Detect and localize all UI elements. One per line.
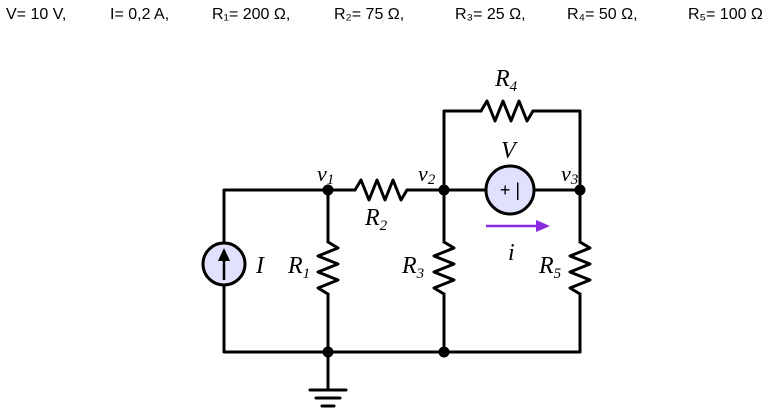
current-source-arrow-head [218, 248, 230, 261]
label-r3: R3 [401, 253, 424, 282]
node-bottom-2 [438, 346, 450, 358]
label-i-current: i [508, 240, 515, 266]
label-r1: R1 [287, 253, 310, 282]
label-r2: R2 [364, 205, 388, 234]
parameter-list: V= 10 V, I= 0,2 A, R₁= 200 Ω, R₂= 75 Ω, … [0, 6, 781, 30]
wire-r4-right [531, 109, 582, 192]
param-r1: R₁= 200 Ω, [212, 6, 291, 23]
param-r2: R₂= 75 Ω, [334, 6, 405, 23]
voltage-source-polarity: + | [500, 180, 520, 200]
label-v1: v1 [317, 161, 334, 188]
wire-left-bottom [222, 282, 582, 354]
node-bottom-1 [322, 346, 334, 358]
param-v: V= 10 V, [6, 6, 67, 23]
param-r4: R₄= 50 Ω, [567, 6, 638, 23]
resistor-r4 [479, 99, 535, 123]
param-r3: R₃= 25 Ω, [455, 6, 526, 23]
wire-left-top [222, 188, 330, 245]
resistor-r2 [353, 178, 409, 202]
label-r4: R4 [494, 66, 518, 95]
resistor-r3 [432, 240, 456, 296]
label-v: V [501, 138, 518, 164]
resistor-r1 [316, 240, 340, 296]
node-v1 [322, 184, 334, 196]
node-v3 [574, 184, 586, 196]
param-i: I= 0,2 A, [110, 6, 170, 23]
label-r5: R5 [538, 253, 562, 282]
param-r5: R₅= 100 Ω [688, 6, 763, 23]
label-i-source: I [255, 253, 265, 279]
label-v3: v3 [561, 161, 578, 188]
voltage-source [484, 164, 536, 216]
label-v2: v2 [418, 161, 436, 188]
node-v2 [438, 184, 450, 196]
current-arrow-head [536, 220, 550, 232]
wire-r4-left [442, 109, 483, 192]
resistor-r5 [568, 240, 592, 296]
